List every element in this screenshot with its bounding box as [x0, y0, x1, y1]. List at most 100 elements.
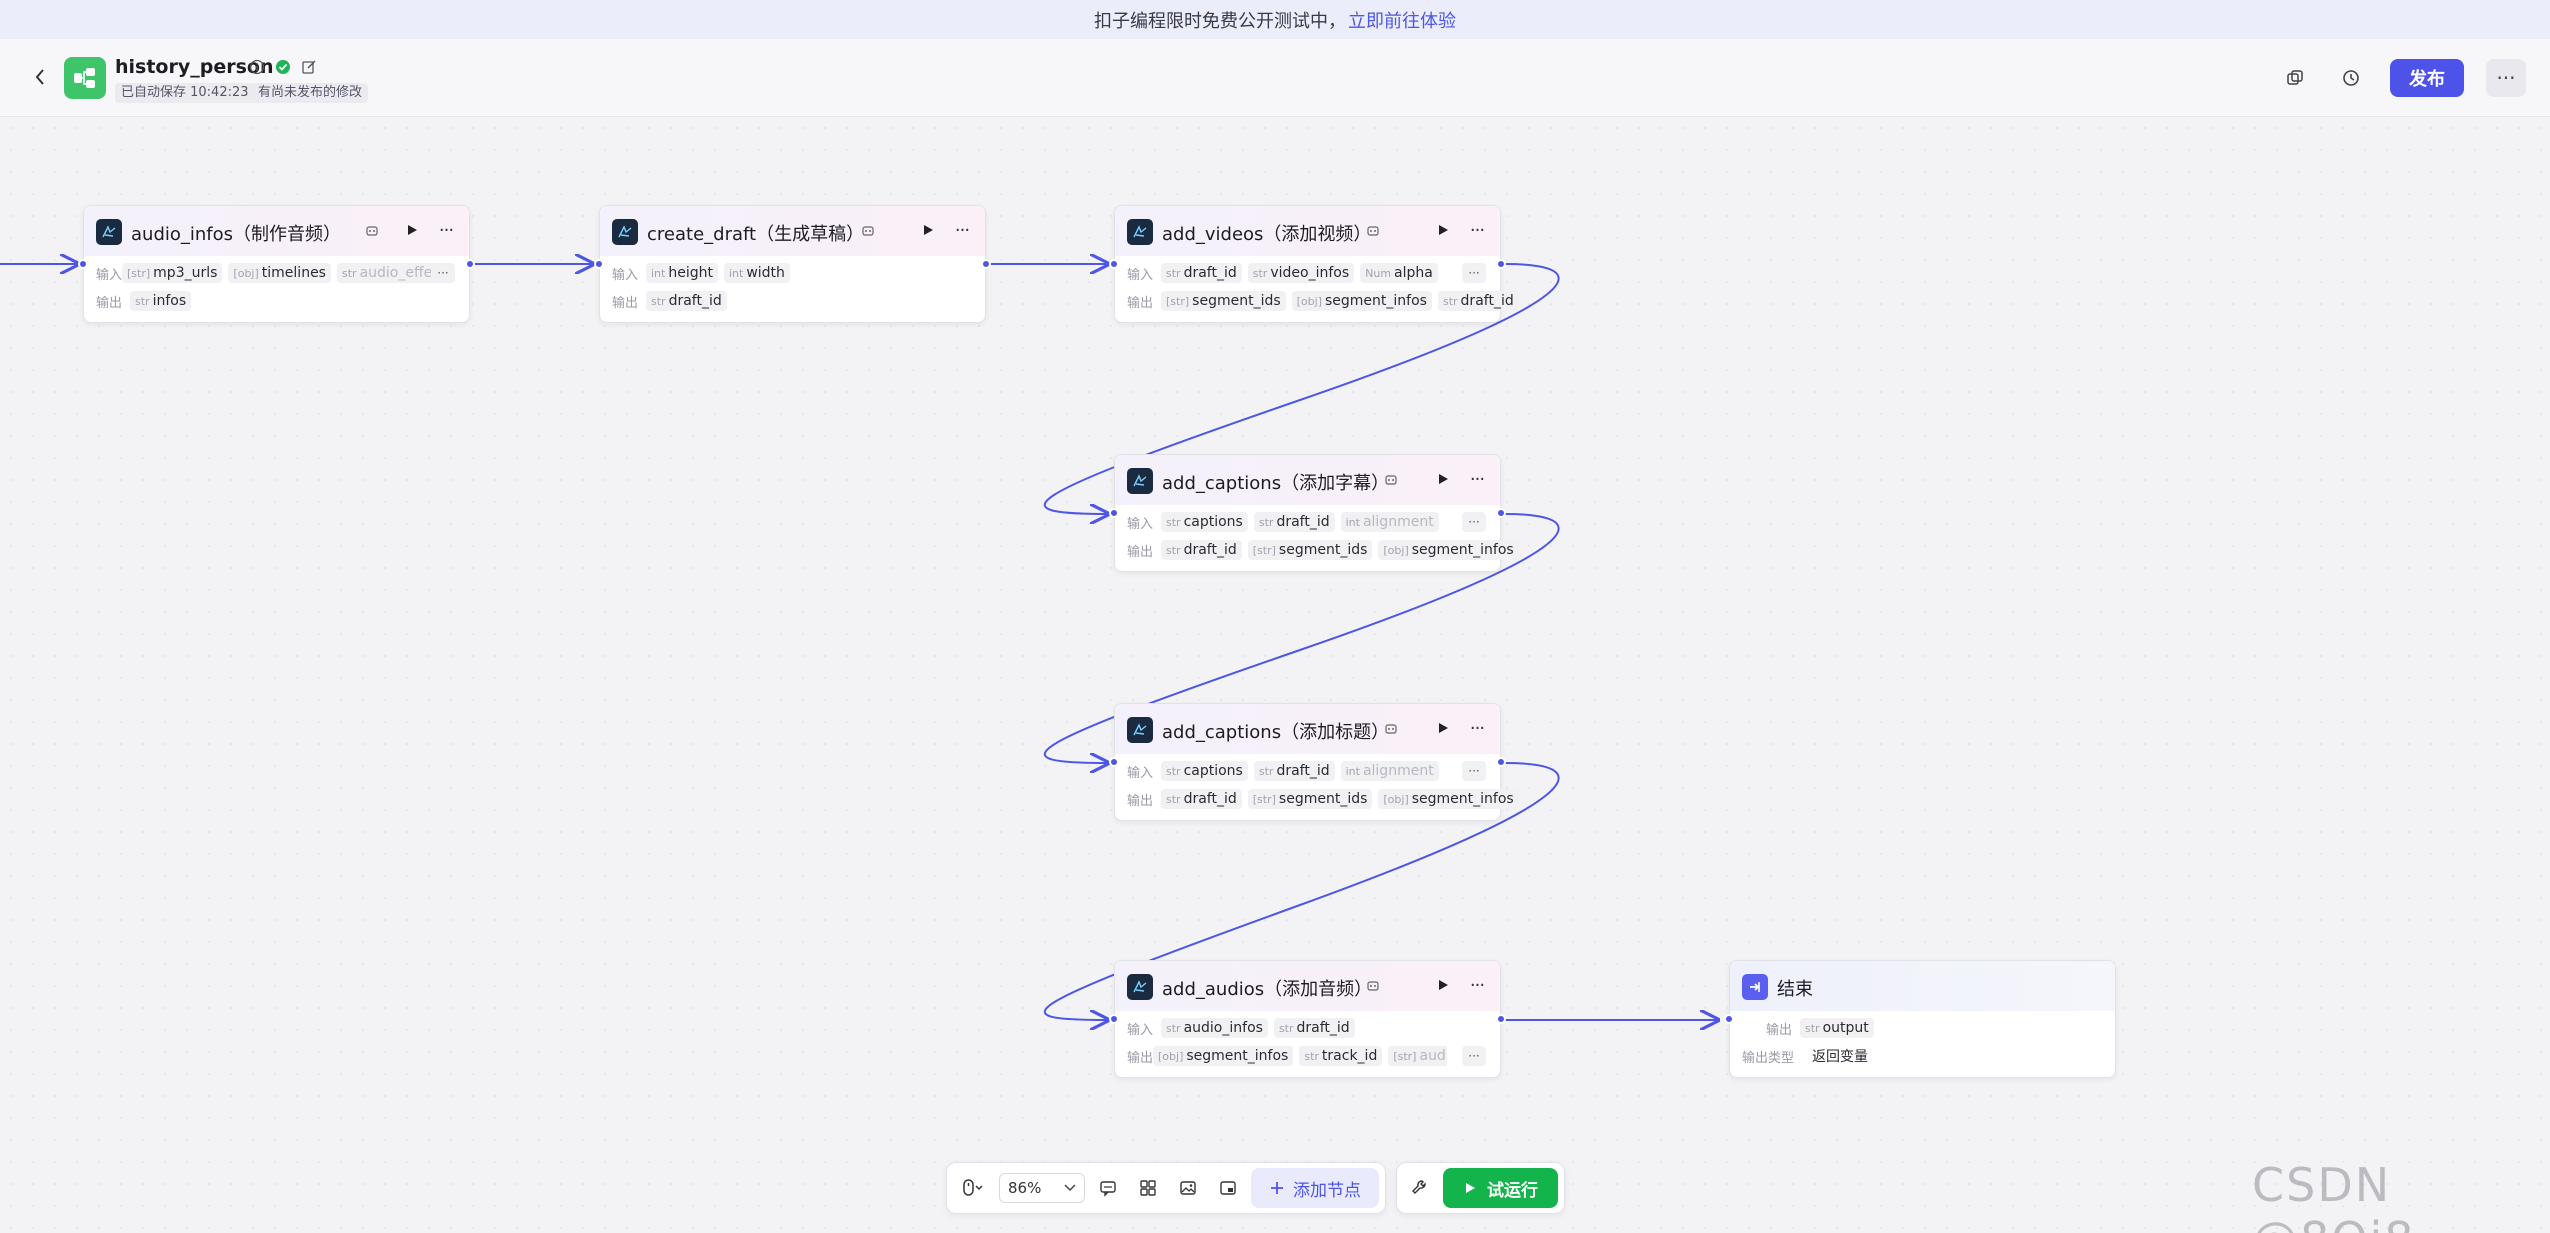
add-node-label: 添加节点 [1293, 1180, 1361, 1201]
output-port[interactable] [465, 259, 475, 269]
row-more-icon[interactable]: ··· [1462, 761, 1486, 781]
canvas-tools: 86% 添加节点 [946, 1162, 1386, 1214]
publish-button[interactable]: 发布 [2390, 59, 2464, 97]
add-node-button[interactable]: 添加节点 [1251, 1168, 1379, 1208]
input-port[interactable] [594, 259, 604, 269]
node-more-icon[interactable]: ··· [1469, 717, 1485, 739]
run-node-icon[interactable] [1434, 719, 1452, 737]
input-port[interactable] [1109, 1014, 1119, 1024]
comment-button[interactable] [1091, 1171, 1125, 1205]
run-node-icon[interactable] [1434, 221, 1452, 239]
copy-icon [2287, 70, 2303, 85]
history-button[interactable] [2334, 61, 2368, 95]
param-chip: [obj]segment_infos [1378, 789, 1519, 809]
node-more-icon[interactable]: ··· [1469, 468, 1485, 490]
row-more-icon[interactable]: ··· [431, 263, 455, 283]
node-more-icon[interactable]: ··· [1469, 219, 1485, 241]
node-outputs: 输出 [str]segment_ids [obj]segment_infos s… [1127, 290, 1525, 312]
minimap-button[interactable] [1211, 1171, 1245, 1205]
mouse-icon [963, 1179, 983, 1196]
run-node-icon[interactable] [403, 221, 421, 239]
unpublished-tag: 有尚未发布的修改 [252, 83, 369, 103]
output-port[interactable] [981, 259, 991, 269]
input-port[interactable] [1109, 757, 1119, 767]
node-title: create_draft（生成草稿） [647, 224, 865, 245]
param-chip: [obj]timelines [228, 263, 331, 283]
output-label: 输出 [1127, 544, 1154, 560]
copy-button[interactable] [2278, 61, 2312, 95]
row-more-icon[interactable]: ··· [1462, 512, 1486, 532]
param-chip: [obj]segment_infos [1291, 291, 1432, 311]
bottom-toolbar: 86% 添加节点 试运行 [946, 1162, 1565, 1214]
auto-layout-button[interactable] [1131, 1171, 1165, 1205]
node-audio_infos[interactable]: audio_infos（制作音频） ··· 输入 [str]mp3_urls [… [78, 205, 475, 323]
image-button[interactable] [1171, 1171, 1205, 1205]
grid-icon [1140, 1180, 1156, 1196]
interaction-mode-button[interactable] [953, 1171, 993, 1205]
input-port[interactable] [1724, 1014, 1734, 1024]
param-chip: [obj]segment_infos [1378, 540, 1519, 560]
wrench-icon [1412, 1180, 1426, 1194]
announcement-banner: 扣子编程限时免费公开测试中， 立即前往体验 [0, 0, 2550, 39]
input-port[interactable] [1109, 508, 1119, 518]
output-port[interactable] [1496, 259, 1506, 269]
node-title: add_audios（添加音频） [1162, 979, 1373, 1000]
output-port[interactable] [1496, 757, 1506, 767]
robot-icon [1364, 976, 1382, 994]
run-tools: 试运行 [1396, 1162, 1565, 1214]
test-run-button[interactable]: 试运行 [1443, 1168, 1558, 1208]
input-label: 输入 [1127, 516, 1154, 532]
info-icon[interactable] [248, 58, 266, 76]
row-more-icon[interactable]: ··· [1462, 1046, 1486, 1066]
input-label: 输入 [612, 267, 639, 283]
node-more-icon[interactable]: ··· [954, 219, 970, 241]
robot-icon [1364, 221, 1382, 239]
debug-button[interactable] [1403, 1171, 1437, 1205]
banner-link[interactable]: 立即前往体验 [1348, 10, 1456, 32]
input-port[interactable] [78, 259, 88, 269]
zoom-select[interactable]: 86% [999, 1173, 1085, 1203]
run-node-icon[interactable] [1434, 976, 1452, 994]
output-port[interactable] [1496, 508, 1506, 518]
row-more-icon[interactable]: ··· [1462, 263, 1486, 283]
node-more-icon[interactable]: ··· [1469, 974, 1485, 996]
output-label: 输出 [1766, 1022, 1793, 1038]
output-label: 输出 [1127, 295, 1154, 311]
robot-icon [859, 221, 877, 239]
test-run-label: 试运行 [1487, 1180, 1538, 1201]
plugin-icon [1127, 219, 1153, 245]
back-button[interactable] [26, 63, 54, 91]
run-node-icon[interactable] [1434, 470, 1452, 488]
output-label: 输出 [1127, 793, 1154, 809]
node-more-icon[interactable]: ··· [438, 219, 454, 241]
plus-icon [1271, 1182, 1283, 1194]
edit-icon[interactable] [300, 58, 318, 76]
param-chip: [str]segment_ids [1247, 789, 1373, 809]
more-button[interactable]: ··· [2486, 59, 2526, 97]
input-label: 输入 [1127, 1022, 1154, 1038]
param-chip: [str]segment_ids [1161, 291, 1286, 311]
comment-icon [1100, 1181, 1116, 1197]
node-title: add_captions（添加标题） [1162, 722, 1390, 743]
output-port[interactable] [1496, 1014, 1506, 1024]
input-port[interactable] [1109, 259, 1119, 269]
run-node-icon[interactable] [919, 221, 937, 239]
